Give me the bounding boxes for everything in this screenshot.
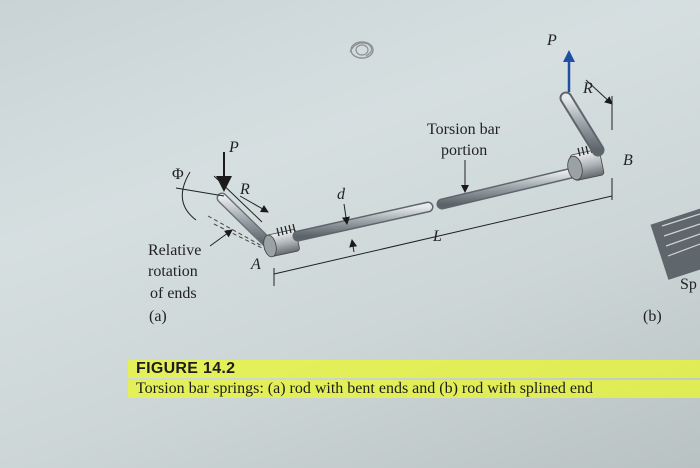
load-arrow-right bbox=[563, 50, 575, 92]
dimension-lines bbox=[175, 79, 613, 286]
relative-rotation-label-3: of ends bbox=[150, 285, 197, 302]
phi-label: Φ bbox=[172, 166, 184, 183]
diameter-label: d bbox=[337, 186, 345, 203]
rod-left-segment bbox=[292, 201, 434, 242]
load-label-right: P bbox=[547, 32, 557, 49]
subfigure-b-label: (b) bbox=[643, 308, 662, 325]
load-label-left: P bbox=[229, 139, 239, 156]
relative-rotation-label-2: rotation bbox=[148, 263, 198, 280]
torsion-bar-label-2: portion bbox=[441, 142, 488, 159]
partial-sp-label: Sp bbox=[680, 276, 697, 293]
torsion-bar-label-1: Torsion bar bbox=[427, 121, 501, 138]
right-support bbox=[567, 143, 605, 181]
radius-label-right: R bbox=[583, 80, 593, 97]
figure-caption-text: Torsion bar springs: (a) rod with bent e… bbox=[136, 380, 594, 397]
left-support bbox=[263, 223, 300, 258]
left-bent-end bbox=[207, 192, 274, 251]
rod-right-segment bbox=[436, 166, 582, 210]
spline-end-stub bbox=[650, 206, 700, 280]
length-label: L bbox=[433, 228, 442, 245]
radius-label-left: R bbox=[240, 181, 250, 198]
background-scribble bbox=[349, 41, 374, 59]
caption-highlight-2 bbox=[128, 380, 700, 398]
right-bent-end bbox=[559, 91, 605, 157]
caption-highlight-1 bbox=[128, 360, 700, 378]
subfigure-a-label: (a) bbox=[149, 308, 167, 325]
point-b-label: B bbox=[623, 152, 633, 169]
figure-caption-heading: FIGURE 14.2 bbox=[136, 360, 236, 377]
relative-rotation-label-1: Relative bbox=[148, 242, 202, 259]
point-a-label: A bbox=[251, 256, 261, 273]
